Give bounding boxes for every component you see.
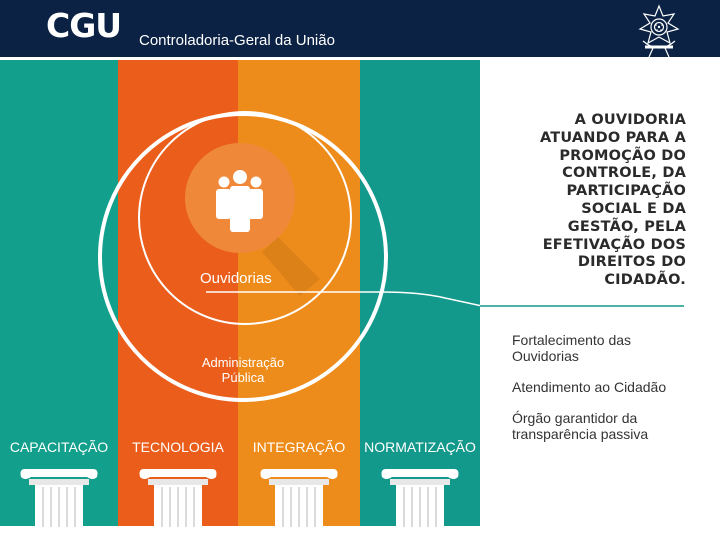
pillar-icon: [381, 469, 459, 527]
ouvidorias-label: Ouvidorias: [200, 270, 272, 287]
label-normatizacao: NORMATIZAÇÃO: [364, 439, 476, 455]
headline-line: A OUVIDORIA: [574, 112, 686, 128]
outer-circle: [98, 112, 388, 402]
headline-line: PARTICIPAÇÃO: [566, 183, 686, 200]
header-bar: CGU Controladoria-Geral da União: [0, 0, 720, 58]
headline-line: CONTROLE, DA: [562, 165, 686, 182]
headline-line: PROMOÇÃO DO: [559, 147, 686, 164]
people-group-icon: [216, 170, 263, 232]
column-tecnologia: [118, 60, 238, 526]
column-integracao: [238, 60, 360, 526]
headline-line: EFETIVAÇÃO DOS: [542, 236, 686, 253]
list-item: Órgão garantidor da transparência passiv…: [512, 410, 649, 442]
headline-line: SOCIAL E DA: [581, 200, 686, 217]
label-capacitacao: CAPACITAÇÃO: [9, 439, 109, 455]
column-capacitacao: [0, 60, 118, 526]
inner-circle: [138, 111, 352, 325]
list-item: Atendimento ao Cidadão: [512, 379, 667, 395]
cgu-logo: CGU: [46, 6, 122, 45]
headline-line: ATUANDO PARA A: [539, 129, 686, 146]
pillar-icon: [20, 469, 98, 527]
list-item: Fortalecimento das Ouvidorias: [512, 332, 632, 364]
label-tecnologia: TECNOLOGIA: [132, 439, 224, 455]
pillar-icon: [260, 469, 338, 527]
pillar-icon: [139, 469, 217, 527]
headline-line: GESTÃO, PELA: [567, 218, 686, 235]
label-integracao: INTEGRAÇÃO: [252, 439, 346, 455]
administracao-publica-label: Administração Pública: [201, 355, 285, 385]
connector-line: [206, 291, 684, 307]
benefits-list: Fortalecimento das Ouvidorias Atendiment…: [512, 332, 712, 457]
cgu-subtitle: Controladoria-Geral da União: [139, 32, 335, 49]
headline-line: CIDADÃO.: [604, 272, 686, 289]
disc-shadow: [262, 237, 320, 296]
brazil-coat-of-arms-icon: [638, 4, 680, 58]
headline-line: DIREITOS DO: [577, 254, 686, 271]
headline-block: A OUVIDORIA ATUANDO PARA A PROMOÇÃO DO C…: [520, 112, 686, 290]
